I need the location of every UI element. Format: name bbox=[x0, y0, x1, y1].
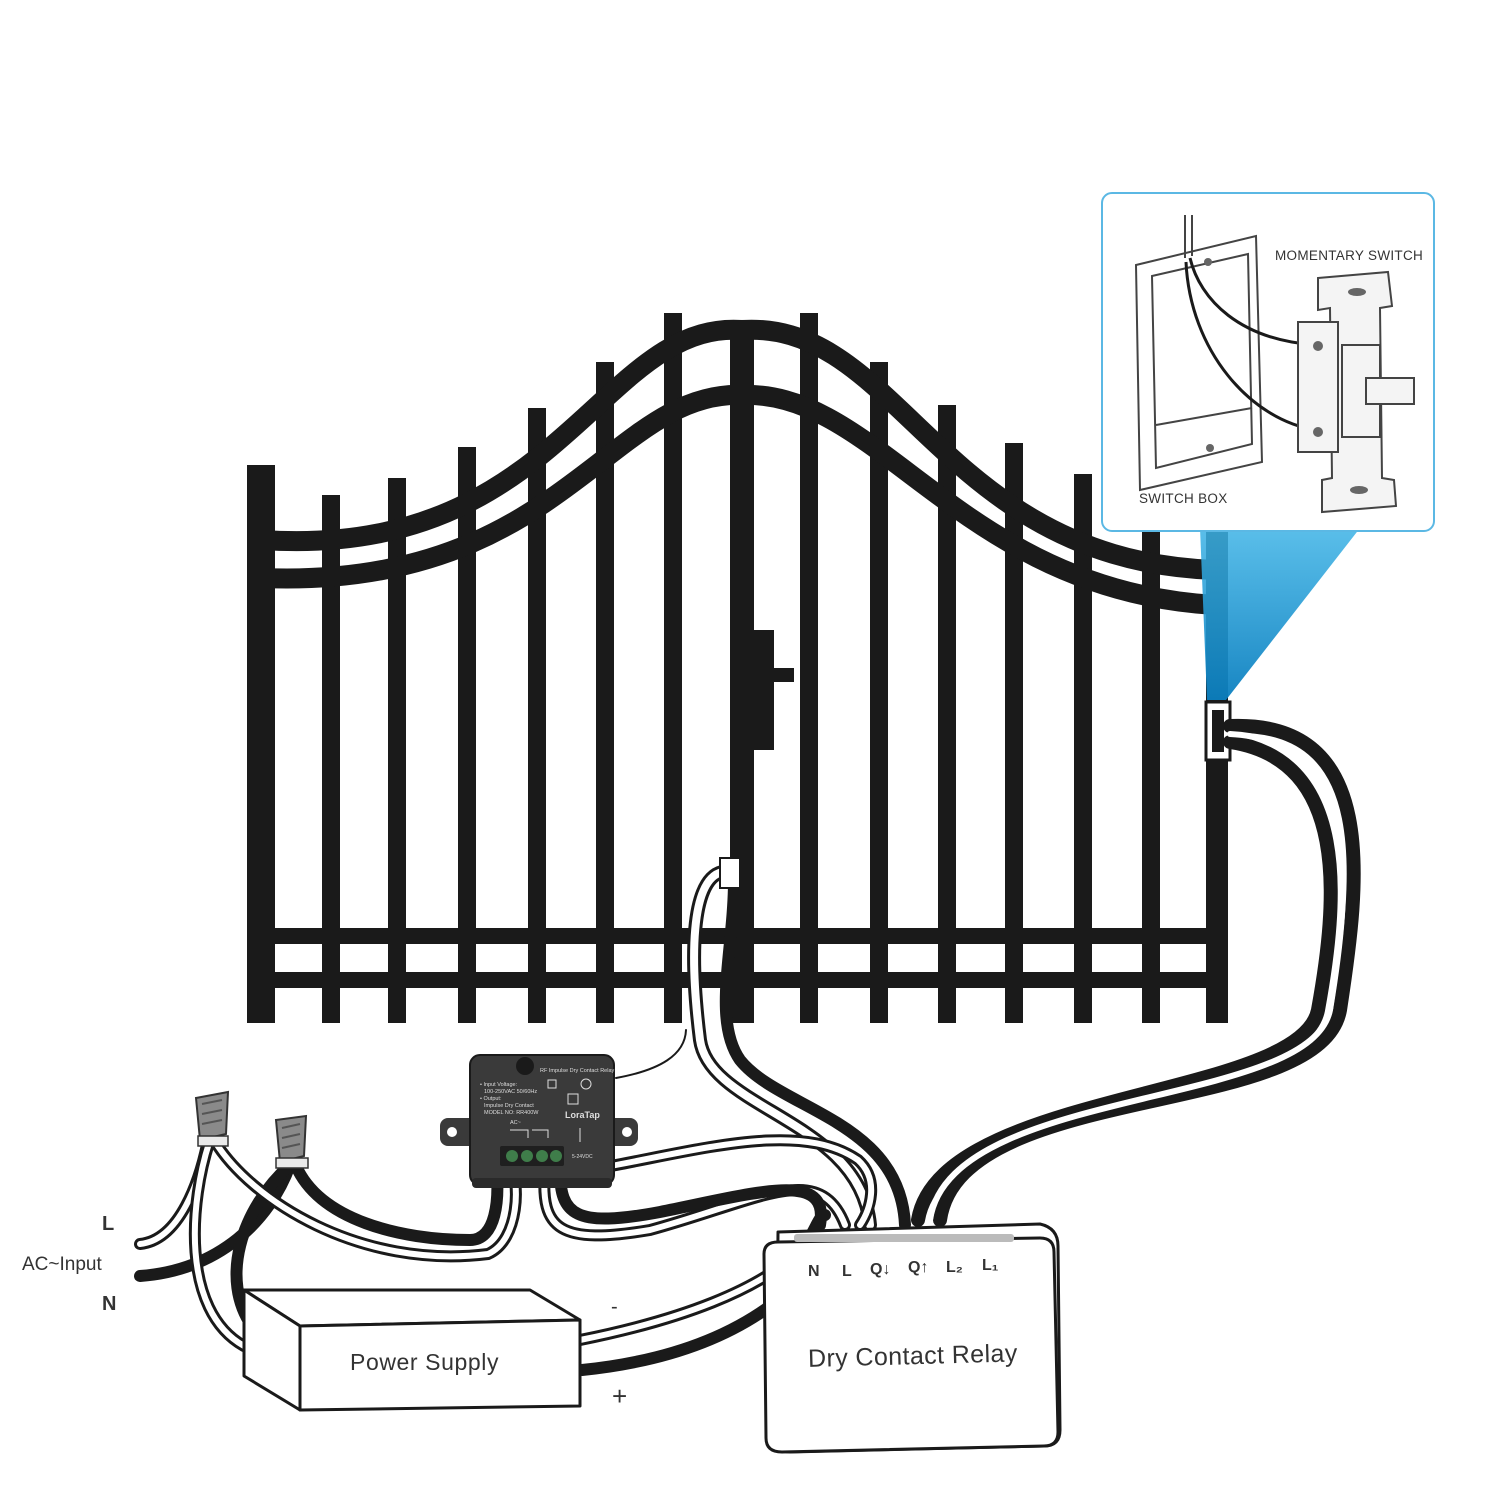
cable-switch-white bbox=[911, 735, 1338, 1227]
loratap-module: RF Impulse Dry Contact Relay • Input Vol… bbox=[440, 1054, 638, 1188]
gate-picket bbox=[528, 408, 546, 1023]
gate-picket bbox=[596, 362, 614, 1023]
module-title: RF Impulse Dry Contact Relay bbox=[540, 1068, 615, 1074]
post-switch-face bbox=[1212, 710, 1224, 752]
gate-arch-upper bbox=[251, 319, 1226, 581]
relay-front bbox=[762, 1236, 1060, 1454]
module-spec-line: • Output: bbox=[480, 1096, 502, 1102]
power-supply-front bbox=[298, 1318, 582, 1412]
gate-arch bbox=[251, 319, 1226, 616]
ac-input-label: AC~Input bbox=[22, 1254, 102, 1275]
module-leader-line bbox=[615, 1029, 687, 1079]
module-spec-line: MODEL NO: RR400W bbox=[484, 1110, 539, 1116]
gate-picket bbox=[870, 362, 888, 1023]
module-dc-label: 5-24VDC bbox=[572, 1154, 593, 1160]
relay-terminal-label: L bbox=[842, 1263, 852, 1280]
inset-wire bbox=[1188, 257, 1317, 347]
wire-module-to-relay-black bbox=[554, 1164, 827, 1231]
relay-terminal-label: L₂ bbox=[946, 1259, 963, 1276]
gate-picket bbox=[664, 313, 682, 1023]
relay-terminal-label: N bbox=[808, 1263, 820, 1280]
gate-arch-lower bbox=[251, 384, 1226, 616]
wire-n-to-module bbox=[290, 1159, 504, 1247]
cable-switch-black bbox=[933, 718, 1361, 1227]
inset-highlight-beam bbox=[1200, 528, 1360, 700]
module-spec-line: • Input Voltage: bbox=[480, 1082, 518, 1088]
cable-latch-black bbox=[719, 874, 911, 1231]
inset-switch-box-drawing bbox=[1134, 234, 1264, 492]
relay-terminals: N L Q↓ Q↑ L₂ L₁ bbox=[808, 1257, 999, 1280]
ac-n-label: N bbox=[102, 1293, 116, 1315]
gate-picket bbox=[322, 495, 340, 1023]
power-supply-plus: + bbox=[612, 1381, 627, 1411]
relay-terminal-strip bbox=[794, 1234, 1014, 1242]
wire-connector-l bbox=[194, 1090, 230, 1147]
gate-picket bbox=[938, 405, 956, 1023]
module-button bbox=[516, 1057, 534, 1075]
power-supply bbox=[242, 1288, 582, 1412]
gate-picket bbox=[388, 478, 406, 1023]
module-terminal-screw bbox=[506, 1150, 518, 1162]
gate-picket bbox=[1142, 493, 1160, 1023]
gate-rail bbox=[262, 928, 1217, 944]
dry-contact-relay bbox=[762, 1222, 1062, 1454]
gate-picket bbox=[458, 447, 476, 1023]
gate-latch-switch bbox=[719, 857, 741, 889]
gate-picket bbox=[1074, 474, 1092, 1023]
module-mount-ear-left bbox=[440, 1118, 478, 1146]
gate-latch-handle bbox=[774, 668, 794, 682]
wire-connector-n bbox=[274, 1114, 309, 1169]
gate-rail bbox=[262, 972, 1217, 988]
relay-terminal-label: Q↑ bbox=[908, 1259, 928, 1276]
power-supply-label: Power Supply bbox=[350, 1349, 499, 1375]
gate-picket bbox=[800, 313, 818, 1023]
module-terminal-label: AC~ bbox=[510, 1120, 521, 1126]
module-brand: LoraTap bbox=[565, 1110, 600, 1120]
cable-latch bbox=[687, 865, 877, 1232]
inset-panel: MOMENTARY SWITCH SWITCH BOX bbox=[1101, 192, 1435, 532]
relay-terminal-label: L₁ bbox=[982, 1257, 999, 1274]
cables bbox=[134, 718, 1361, 1376]
module-terminal-screw bbox=[536, 1150, 548, 1162]
inset-switch-box-label: SWITCH BOX bbox=[1139, 491, 1228, 506]
relay-terminal-label: Q↓ bbox=[870, 1261, 890, 1278]
relay-label: Dry Contact Relay bbox=[808, 1339, 1018, 1372]
ac-l-label: L bbox=[102, 1213, 114, 1235]
module-terminal-screw bbox=[550, 1150, 562, 1162]
module-certification-marks bbox=[547, 1079, 557, 1089]
module-spec-line: Impulse Dry Contact bbox=[484, 1103, 534, 1109]
wire-ps-plus-to-relay bbox=[576, 1294, 784, 1376]
module-terminal-screw bbox=[521, 1150, 533, 1162]
module-recycle-icon bbox=[580, 1078, 592, 1090]
gate-picket bbox=[1005, 443, 1023, 1023]
power-supply-minus: - bbox=[611, 1296, 618, 1318]
inset-wire bbox=[1184, 261, 1317, 432]
module-spec-line: 100-250VAC 50/60Hz bbox=[484, 1089, 537, 1095]
gate-latch bbox=[754, 630, 774, 750]
module-wiring-glyph bbox=[510, 1128, 581, 1142]
inset-momentary-switch-label: MOMENTARY SWITCH bbox=[1275, 248, 1423, 263]
